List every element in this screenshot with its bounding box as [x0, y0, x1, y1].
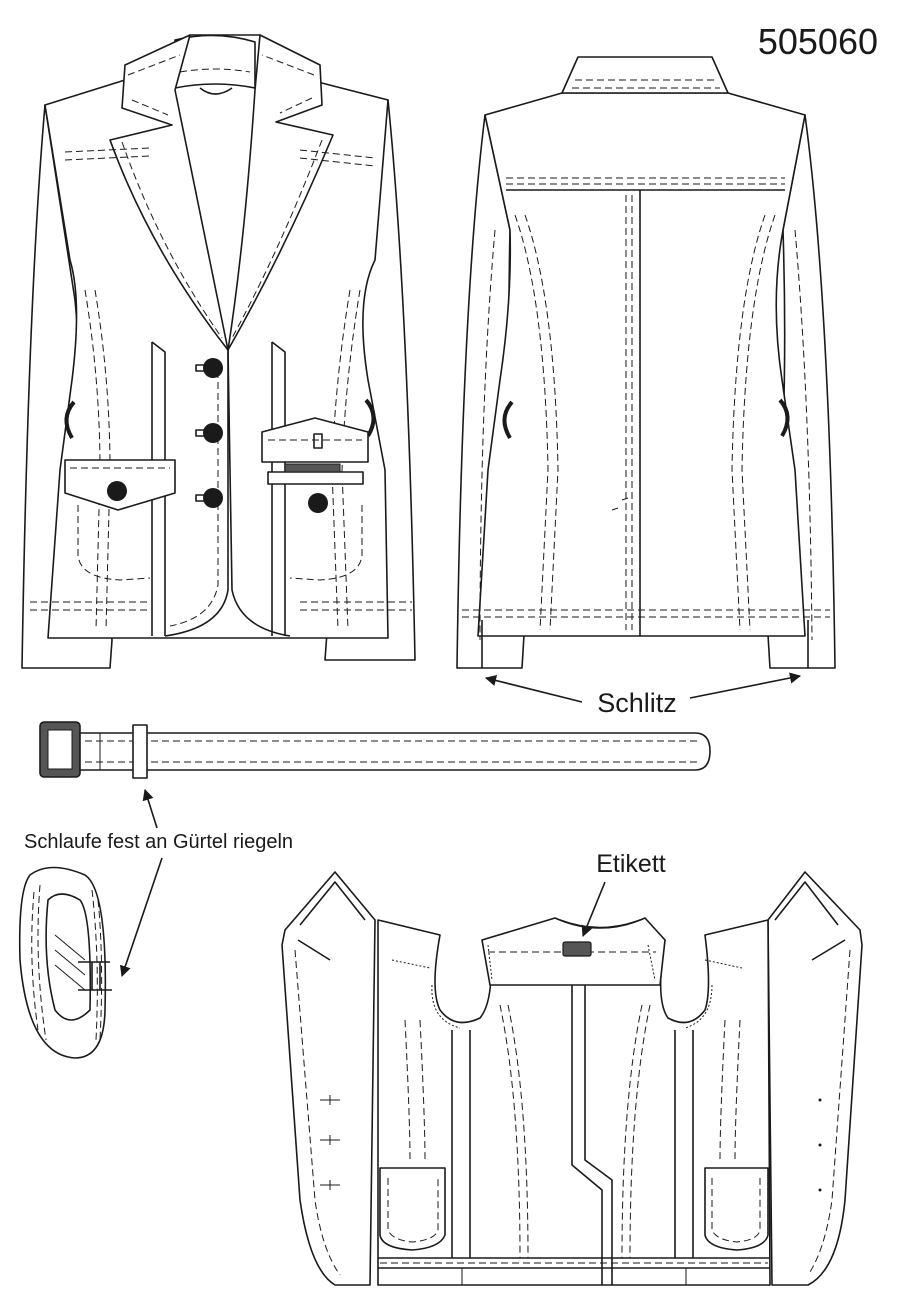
front-button-1 — [203, 358, 223, 378]
inside-left-pocket — [379, 1167, 446, 1251]
belt-loop-note: Schlaufe fest an Gürtel riegeln — [24, 831, 293, 853]
label-tag-caption: Etikett — [596, 850, 666, 878]
belt-strap — [79, 732, 711, 771]
slit-label: Schlitz — [597, 688, 677, 718]
front-right-lapel — [227, 34, 334, 351]
jacket-front-view — [21, 34, 416, 669]
front-body — [44, 34, 389, 639]
side-belt-loop-right — [364, 398, 376, 438]
belt-loop-detail — [18, 857, 163, 1059]
side-belt-loop-left — [64, 400, 76, 440]
front-button-3 — [203, 488, 223, 508]
back-collar — [561, 56, 729, 94]
inside-outer-shell — [281, 871, 376, 1286]
belt-keeper-loop — [132, 724, 148, 779]
jacket-back-view — [456, 56, 836, 669]
front-button-2 — [203, 423, 223, 443]
slit-annotation: Schlitz — [484, 672, 802, 718]
inside-right-pocket — [704, 1167, 769, 1251]
article-number: 505060 — [758, 21, 878, 62]
belt — [39, 721, 711, 829]
jacket-inside-view — [281, 871, 863, 1286]
back-body — [477, 92, 806, 637]
label-tag — [562, 941, 592, 957]
